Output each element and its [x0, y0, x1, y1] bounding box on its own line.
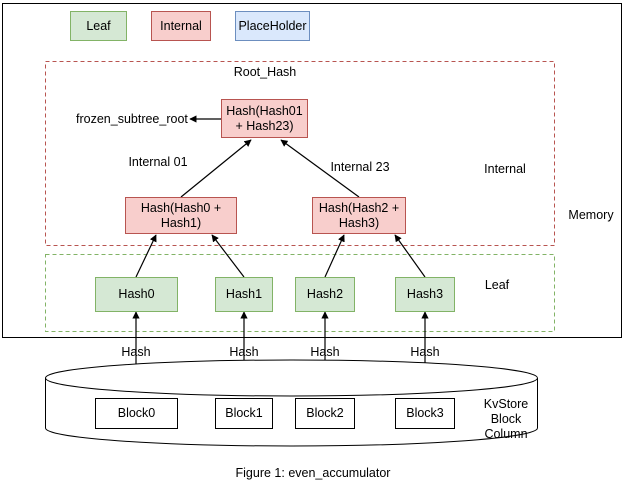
node-block1: Block1: [215, 398, 273, 429]
leaf-region-outline: [45, 254, 555, 332]
node-block3-label: Block3: [406, 406, 444, 420]
node-hash0-label: Hash0: [118, 287, 155, 301]
node-root-hash: Hash(Hash01 + Hash23): [221, 99, 308, 138]
memory-region-label: Memory: [568, 208, 614, 222]
hash-edge-label-3: Hash: [410, 345, 440, 359]
kvstore-block-column-label: KvStore Block Column: [483, 397, 529, 441]
edge-hash3-to-internal23: [394, 234, 426, 278]
internal-region-label: Internal: [484, 162, 526, 176]
edge-internal01-to-root: [180, 139, 252, 198]
node-block0-label: Block0: [117, 406, 156, 420]
legend-item-leaf: Leaf: [70, 11, 127, 41]
legend-label-placeholder: PlaceHolder: [238, 18, 307, 33]
node-internal-01-label: Hash(Hash0 + Hash1): [140, 200, 222, 230]
node-hash2-label: Hash2: [306, 287, 344, 301]
node-block2-label: Block2: [306, 406, 344, 420]
node-hash3-label: Hash3: [406, 287, 444, 301]
legend-label-internal: Internal: [160, 18, 202, 33]
edge-hash1-to-internal01: [211, 234, 245, 278]
leaf-region-label: Leaf: [484, 278, 510, 292]
node-internal-23: Hash(Hash2 + Hash3): [312, 197, 406, 234]
internal-region-outline: [45, 61, 555, 246]
internal-01-label: Internal 01: [128, 155, 188, 169]
root-hash-title: Root_Hash: [233, 65, 297, 79]
edge-internal23-to-root: [280, 139, 360, 198]
node-block1-label: Block1: [225, 406, 263, 420]
edge-hash2-to-internal23: [324, 234, 345, 278]
internal-23-label: Internal 23: [330, 160, 390, 174]
node-hash3: Hash3: [395, 277, 455, 312]
node-hash0: Hash0: [95, 277, 178, 312]
hash-edge-label-0: Hash: [121, 345, 151, 359]
node-block0: Block0: [95, 398, 178, 429]
node-block3: Block3: [395, 398, 455, 429]
hash-edge-label-1: Hash: [229, 345, 259, 359]
node-block2: Block2: [295, 398, 355, 429]
frozen-subtree-root-label: frozen_subtree_root: [76, 112, 188, 126]
kvstore-cylinder-top: [45, 359, 538, 397]
node-hash1-label: Hash1: [225, 287, 263, 301]
memory-container-outline: [2, 3, 622, 338]
legend-item-internal: Internal: [151, 11, 211, 41]
node-internal-01: Hash(Hash0 + Hash1): [125, 197, 237, 234]
node-internal-23-label: Hash(Hash2 + Hash3): [318, 200, 400, 230]
node-root-hash-label: Hash(Hash01 + Hash23): [226, 103, 303, 133]
hash-edge-label-2: Hash: [310, 345, 340, 359]
edge-hash0-to-internal01: [135, 234, 157, 278]
legend-label-leaf: Leaf: [86, 18, 111, 33]
node-hash1: Hash1: [215, 277, 273, 312]
node-hash2: Hash2: [295, 277, 355, 312]
legend-item-placeholder: PlaceHolder: [235, 11, 310, 41]
figure-caption: Figure 1: even_accumulator: [235, 466, 391, 480]
kvstore-cylinder-body: [45, 378, 538, 447]
